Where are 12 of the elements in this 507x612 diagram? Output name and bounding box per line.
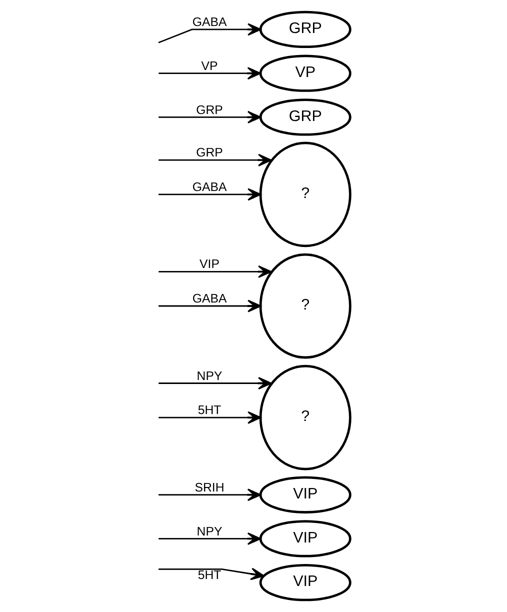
edge-label: 5HT xyxy=(197,568,221,582)
edge-label: VP xyxy=(200,58,218,73)
edge-label: GABA xyxy=(192,180,226,194)
edge-label: NPY xyxy=(196,368,222,383)
edge-label: GRP xyxy=(196,102,222,117)
edge-label: GABA xyxy=(192,15,226,30)
edge-label: GRP xyxy=(196,146,222,160)
edge-label: NPY xyxy=(196,524,222,538)
edge-label: VIP xyxy=(199,257,219,272)
edge-label: GABA xyxy=(192,292,226,306)
edge-label: SRIH xyxy=(194,480,224,494)
edge-label: 5HT xyxy=(197,403,221,418)
